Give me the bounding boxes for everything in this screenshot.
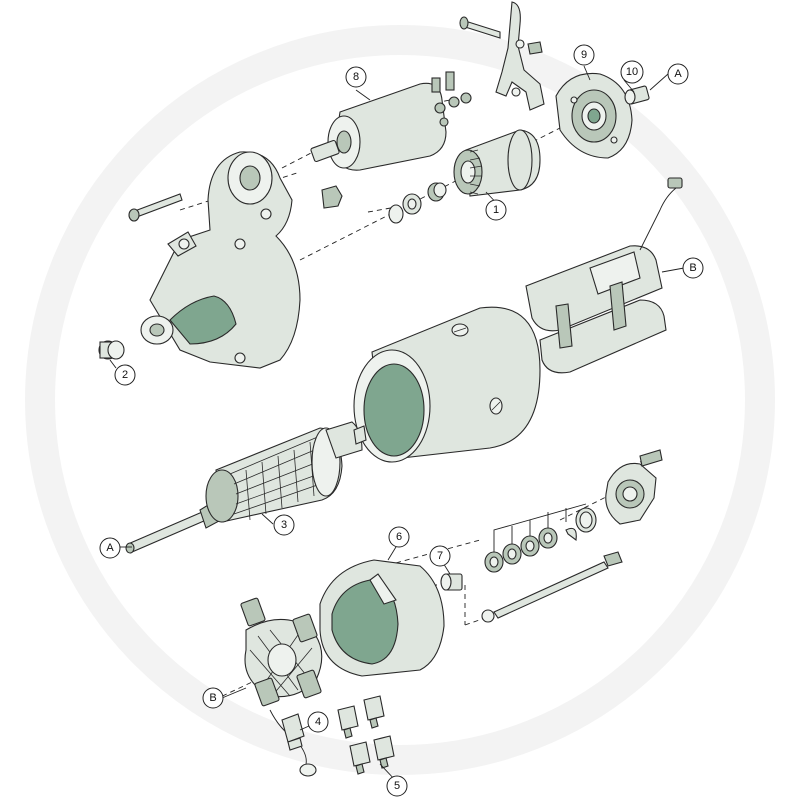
callout-b-left: B xyxy=(202,687,224,709)
callout-4: 4 xyxy=(307,711,329,733)
shift-lever xyxy=(459,1,545,111)
retaining-rings xyxy=(388,182,447,224)
callout-7: 7 xyxy=(429,545,451,567)
field-magnet-set xyxy=(525,177,683,374)
drive-end-housing xyxy=(140,151,301,369)
yoke-housing xyxy=(353,306,541,463)
svg-text:6: 6 xyxy=(396,531,402,543)
bushing-2 xyxy=(98,340,125,360)
callout-5: 5 xyxy=(386,775,408,797)
through-bolt xyxy=(481,551,623,623)
svg-text:8: 8 xyxy=(353,71,359,83)
bushing-7 xyxy=(440,573,463,591)
solenoid-bolt xyxy=(128,185,343,222)
svg-text:A: A xyxy=(106,542,114,554)
brush-holder-plate xyxy=(240,597,323,777)
armature xyxy=(125,421,367,554)
bushing-10 xyxy=(624,85,650,105)
callout-b-right: B xyxy=(682,257,704,279)
svg-text:A: A xyxy=(674,68,682,80)
shim-washers xyxy=(484,503,597,573)
callout-8: 8 xyxy=(345,66,367,88)
svg-text:4: 4 xyxy=(315,716,321,728)
callout-3: 3 xyxy=(273,514,295,536)
svg-text:1: 1 xyxy=(493,204,499,216)
solenoid-switch xyxy=(310,71,472,171)
commutator-end-shield xyxy=(319,559,445,677)
svg-text:B: B xyxy=(209,692,216,704)
svg-text:B: B xyxy=(689,262,696,274)
callout-1: 1 xyxy=(485,199,507,221)
callout-10: 10 xyxy=(620,60,644,84)
callout-6: 6 xyxy=(388,526,410,548)
brush-set-4 xyxy=(281,713,305,751)
svg-text:5: 5 xyxy=(394,780,400,792)
callout-9: 9 xyxy=(573,44,595,66)
callout-a-top: A xyxy=(667,63,689,85)
brush-set-5 xyxy=(337,695,395,775)
callout-2: 2 xyxy=(114,364,136,386)
bearing-flange xyxy=(555,72,633,159)
pinion-drive xyxy=(453,129,541,197)
svg-text:3: 3 xyxy=(281,519,287,531)
svg-text:2: 2 xyxy=(122,369,128,381)
svg-text:10: 10 xyxy=(626,66,638,78)
watermark-ring xyxy=(25,25,775,775)
svg-text:9: 9 xyxy=(581,49,587,61)
callout-a-bottom: A xyxy=(99,537,121,559)
end-cap xyxy=(605,449,663,525)
svg-text:7: 7 xyxy=(437,550,443,562)
